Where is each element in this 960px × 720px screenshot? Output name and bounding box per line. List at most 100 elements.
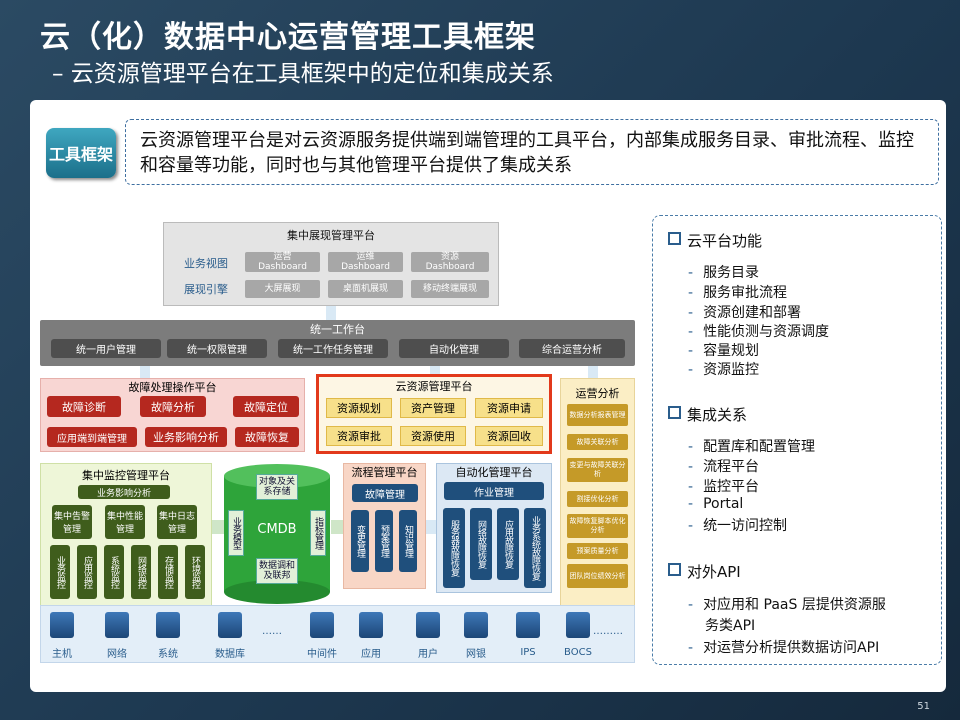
connector-arrow — [140, 366, 150, 378]
mobile-display: 移动终端展现 — [411, 280, 489, 298]
list-item: 性能侦测与资源调度 — [688, 321, 829, 341]
log-mgmt: 集中日志管理 — [157, 505, 197, 539]
bullet-square-icon — [668, 563, 681, 576]
cmdb-metrics-mgmt: 指标管理 — [310, 510, 326, 556]
list-item: 对应用和 PaaS 层提供资源服 — [688, 594, 886, 614]
list-item: 服务目录 — [688, 262, 759, 282]
resource-icon — [516, 612, 540, 638]
ops-item-report: 数据分析报表管理 — [567, 404, 628, 426]
cloud-resource-planning: 资源规划 — [326, 398, 392, 418]
resource-label: 网络 — [107, 648, 127, 660]
app-fault-recovery: 应用故障恢复 — [497, 508, 519, 580]
fault-location: 故障定位 — [233, 396, 299, 417]
resource-label: 应用 — [361, 648, 381, 660]
fault-platform-title: 故障处理操作平台 — [128, 381, 217, 394]
workbench-task-mgmt: 统一工作任务管理 — [278, 339, 388, 358]
connector-arrow — [588, 366, 598, 378]
resource-label: 中间件 — [307, 648, 337, 660]
connector-arrow — [331, 520, 345, 534]
resource-icon — [464, 612, 488, 638]
cloud-resource-approval: 资源审批 — [326, 426, 392, 446]
knowledge-mgmt: 知识管理 — [399, 510, 417, 572]
fault-diagnosis: 故障诊断 — [47, 396, 121, 417]
ops-dashboard: 运营 Dashboard — [245, 252, 320, 272]
biz-system-fault-recovery: 业务系统故障恢复 — [524, 508, 546, 588]
alarm-mgmt: 集中告警管理 — [52, 505, 92, 539]
cloud-platform-title: 云资源管理平台 — [395, 380, 473, 393]
server-fault-recovery: 服务器故障恢复 — [443, 508, 465, 588]
connector-arrow — [430, 366, 440, 374]
resource-icon — [218, 612, 242, 638]
resource-label: BOCS — [564, 646, 592, 658]
cmdb-object-storage: 对象及关系存储 — [256, 474, 298, 500]
connector-arrow — [326, 306, 336, 320]
list-item: 流程平台 — [688, 456, 759, 476]
network-fault-recovery: 网络故障恢复 — [470, 508, 492, 580]
workbench-ops-analysis: 综合运营分析 — [519, 339, 625, 358]
list-item: Portal — [688, 496, 743, 512]
connector-arrow — [212, 520, 224, 534]
resource-dashboard: 资源 Dashboard — [411, 252, 489, 272]
list-item: 服务审批流程 — [688, 282, 787, 302]
resource-icon — [416, 612, 440, 638]
workbench-permission-mgmt: 统一权限管理 — [167, 339, 267, 358]
resource-label: 数据库 — [215, 648, 245, 660]
ops-item-plan-quality: 预案质量分析 — [567, 543, 628, 559]
resource-icon — [50, 612, 74, 638]
workbench-automation-mgmt: 自动化管理 — [399, 339, 509, 358]
resource-icon — [566, 612, 590, 638]
resource-icon — [156, 612, 180, 638]
list-item: 资源创建和部署 — [688, 302, 801, 322]
connector-arrow — [426, 520, 436, 534]
framework-tag: 工具框架 — [46, 128, 116, 178]
cloud-resource-request: 资源申请 — [475, 398, 543, 418]
list-item: 统一访问控制 — [688, 515, 787, 535]
list-item: 监控平台 — [688, 476, 759, 496]
cloud-resource-usage: 资源使用 — [400, 426, 466, 446]
cmdb-label: CMDB — [257, 521, 297, 537]
list-item: 容量规划 — [688, 340, 759, 360]
ops-item-cutover: 割接优化分析 — [567, 491, 628, 507]
resource-icon — [105, 612, 129, 638]
cloud-resource-recycle: 资源回收 — [475, 426, 543, 446]
monitor-environment: 环境监控 — [185, 545, 205, 599]
resource-label: 用户 — [418, 648, 438, 660]
plan-mgmt: 预案管理 — [375, 510, 393, 572]
bullet-square-icon — [668, 232, 681, 245]
cmdb-data-federation: 数据调和及联邦 — [256, 558, 298, 584]
job-mgmt: 作业管理 — [444, 482, 544, 500]
resource-label: 网银 — [466, 648, 486, 660]
ops-item-change-fault: 变更与故障关联分析 — [567, 458, 628, 482]
display-engine-label: 展现引擎 — [184, 283, 228, 296]
page-title: 云（化）数据中心运营管理工具框架 — [40, 20, 536, 55]
list-item-continued: 务类API — [705, 618, 756, 634]
monitor-business: 业务监控 — [50, 545, 70, 599]
resource-label: ……… — [593, 625, 623, 637]
resource-label: 主机 — [52, 648, 72, 660]
fault-recovery: 故障恢复 — [235, 427, 299, 447]
resource-icon — [310, 612, 334, 638]
section-cloud-functions: 云平台功能 — [668, 230, 762, 251]
list-item: 资源监控 — [688, 359, 759, 379]
ops-item-fault-correlation: 故障关联分析 — [567, 434, 628, 450]
bullet-square-icon — [668, 406, 681, 419]
intro-text: 云资源管理平台是对云资源服务提供端到端管理的工具平台，内部集成服务目录、审批流程… — [125, 119, 939, 185]
change-mgmt: 变更管理 — [351, 510, 369, 572]
fault-mgmt: 故障管理 — [352, 484, 418, 502]
automation-platform-title: 自动化管理平台 — [455, 466, 533, 479]
resource-label: …… — [262, 625, 282, 637]
resource-label: IPS — [520, 646, 536, 658]
monitor-platform-title: 集中监控管理平台 — [82, 469, 170, 482]
ops-analysis-title: 运营分析 — [575, 387, 620, 400]
business-view-label: 业务视图 — [184, 257, 228, 270]
cmdb-business-model: 业务模型 — [228, 510, 244, 556]
list-item: 配置库和配置管理 — [688, 436, 815, 456]
workbench-user-mgmt: 统一用户管理 — [51, 339, 161, 358]
list-item: 对运营分析提供数据访问API — [688, 637, 879, 657]
fault-analysis: 故障分析 — [140, 396, 206, 417]
workbench-title: 统一工作台 — [310, 323, 365, 336]
monitor-network: 网络监控 — [131, 545, 151, 599]
resource-icon — [359, 612, 383, 638]
business-impact-analysis: 业务影响分析 — [145, 427, 227, 447]
section-external-api: 对外API — [668, 561, 741, 582]
